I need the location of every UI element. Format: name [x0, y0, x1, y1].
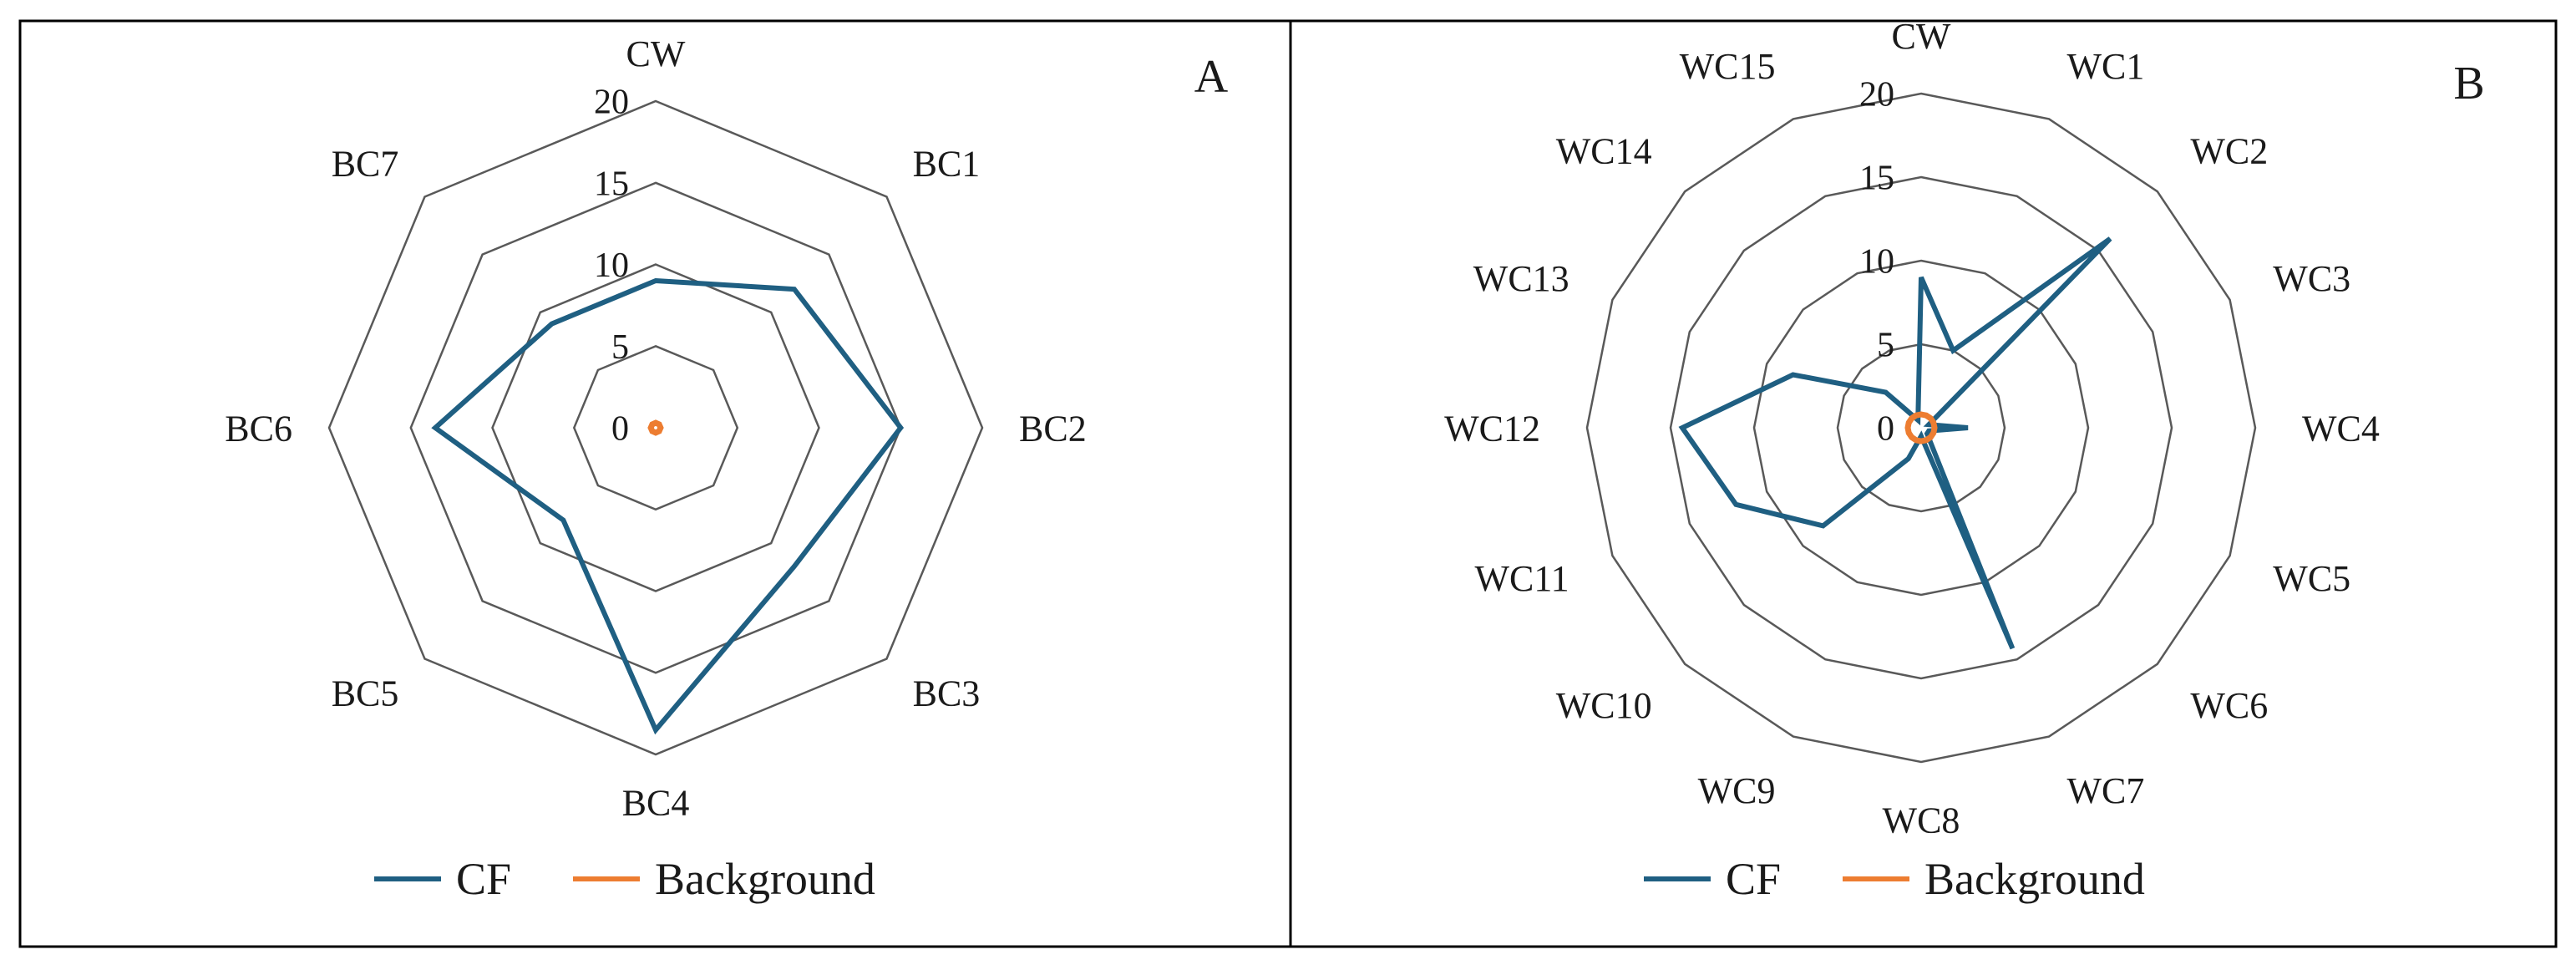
legend-cf-label: CF — [456, 854, 511, 904]
radial-tick-label: 0 — [1877, 410, 1894, 449]
radar-grid — [1585, 92, 2257, 764]
radial-tick-label: 15 — [1859, 160, 1894, 198]
axis-label-bc4: BC4 — [622, 783, 690, 824]
chart-legend: CF Background — [1644, 854, 2145, 904]
radar-tick-labels: 0 5 10 15 20 — [594, 84, 629, 449]
chart-legend: CF Background — [374, 854, 875, 904]
axis-label-bc5: BC5 — [332, 673, 399, 714]
radial-tick-label: 20 — [594, 84, 629, 122]
axis-label-wc13: WC13 — [1473, 258, 1569, 299]
series-background-line — [1904, 411, 1938, 444]
radial-tick-label: 5 — [1877, 327, 1894, 365]
radial-tick-label: 0 — [611, 410, 629, 449]
series-cf-line — [1678, 236, 2112, 650]
axis-label-wc6: WC6 — [2190, 685, 2268, 726]
grid-ring — [409, 181, 902, 674]
legend-background-label: Background — [655, 854, 875, 904]
axis-label-wc5: WC5 — [2273, 558, 2350, 599]
grid-ring — [572, 344, 739, 511]
radar-tick-labels: 0 5 10 15 20 — [1859, 76, 1894, 449]
axis-label-bc6: BC6 — [225, 408, 292, 449]
radial-tick-label: 5 — [611, 328, 629, 367]
figure-frame — [18, 19, 2558, 948]
axis-label-bc3: BC3 — [913, 673, 981, 714]
axis-label-wc8: WC8 — [1883, 800, 1960, 841]
radial-tick-label: 20 — [1859, 76, 1894, 114]
panel-label: B — [2453, 58, 2484, 109]
radar-series — [431, 277, 905, 735]
axis-label-wc4: WC4 — [2302, 408, 2380, 449]
legend-cf-label: CF — [1726, 854, 1781, 904]
axis-label-wc7: WC7 — [2067, 770, 2145, 811]
series-cf-line — [431, 277, 905, 735]
legend-background-label: Background — [1924, 854, 2145, 904]
radar-grid — [327, 99, 984, 756]
grid-ring — [1669, 175, 2173, 680]
radial-tick-label: 10 — [594, 246, 629, 285]
axis-label-wc2: WC2 — [2190, 131, 2268, 172]
axis-label-wc9: WC9 — [1698, 770, 1776, 811]
series-background-line — [647, 419, 664, 436]
axis-label-wc12: WC12 — [1444, 408, 1540, 449]
axis-label-bc2: BC2 — [1019, 408, 1087, 449]
grid-ring — [1752, 259, 2090, 597]
axis-label-wc15: WC15 — [1680, 46, 1776, 87]
radial-tick-label: 10 — [1859, 243, 1894, 282]
grid-ring — [1585, 92, 2257, 764]
panel-label: A — [1194, 51, 1229, 103]
axis-label-wc3: WC3 — [2273, 258, 2350, 299]
axis-label-wc11: WC11 — [1474, 558, 1569, 599]
axis-label-bc1: BC1 — [913, 144, 981, 185]
axis-label-bc7: BC7 — [332, 144, 399, 185]
axis-label-wc14: WC14 — [1556, 131, 1652, 172]
axis-label-wc1: WC1 — [2067, 46, 2145, 87]
axis-label-cw: CW — [1892, 16, 1951, 57]
radar-series — [1678, 236, 2112, 650]
radial-tick-label: 15 — [594, 165, 629, 203]
axis-label-wc10: WC10 — [1556, 685, 1652, 726]
axis-label-cw: CW — [626, 33, 686, 74]
grid-ring — [327, 99, 984, 756]
